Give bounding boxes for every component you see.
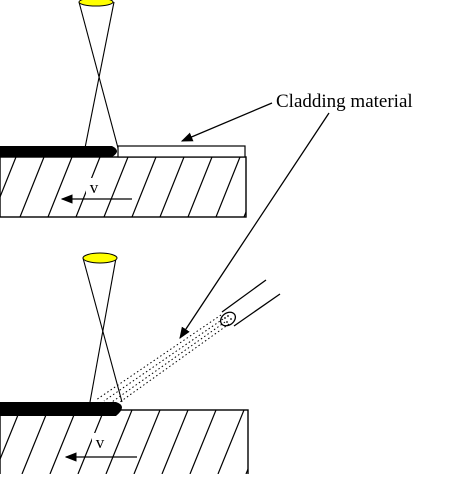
preplaced-powder-layer — [117, 145, 246, 158]
laser-beam-bottom — [82, 257, 123, 403]
laser-beam-top — [78, 1, 119, 149]
clad-track-bottom — [0, 402, 122, 416]
callout-arrow-to-preplaced-layer — [180, 102, 273, 142]
nozzle-powder-dots — [224, 315, 232, 323]
velocity-label-bottom: v — [96, 433, 105, 452]
powder-stream — [95, 314, 230, 403]
laser-lens-top — [78, 0, 114, 7]
powder-feed-nozzle — [219, 279, 281, 327]
clad-track-top — [0, 146, 117, 157]
velocity-label-top: v — [90, 178, 99, 197]
powder-feeding-panel: v — [0, 252, 281, 479]
laser-lens-bottom — [82, 252, 118, 264]
substrate-block-bottom — [0, 409, 249, 479]
cladding-material-label: Cladding material — [276, 91, 413, 112]
cladding-material-callout: Cladding material — [179, 91, 413, 339]
preplaced-cladding-panel: v — [0, 0, 247, 218]
substrate-block-top — [0, 156, 247, 218]
callout-arrow-to-powder-stream — [179, 112, 330, 339]
substrate-hatching-bottom — [0, 410, 248, 474]
